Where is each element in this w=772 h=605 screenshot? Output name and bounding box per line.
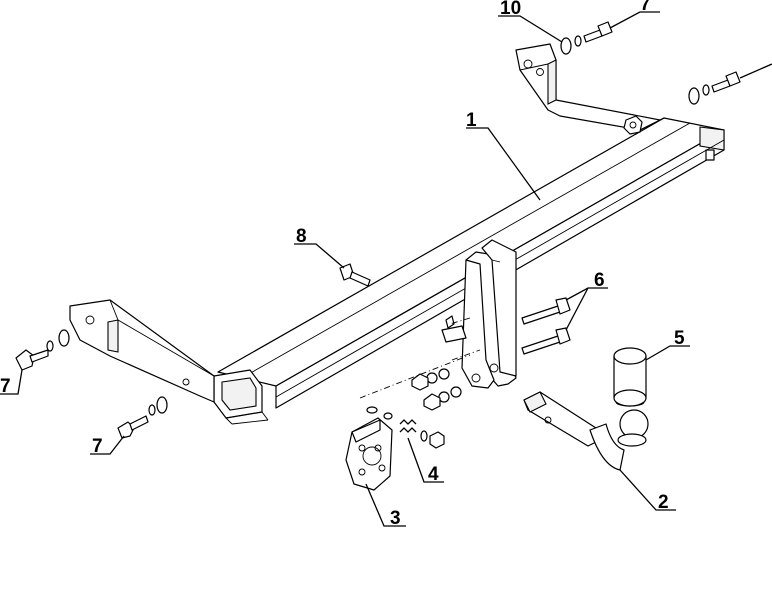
bolt-8 <box>339 263 371 287</box>
plate-fasteners <box>411 368 462 411</box>
left-fasteners-bottom <box>117 396 168 439</box>
callout-4: 4 <box>428 464 439 485</box>
right-fasteners <box>688 71 741 105</box>
assembly-centerlines <box>359 317 481 399</box>
callout-7-left: 7 <box>0 376 11 397</box>
bolts-6 <box>521 297 571 355</box>
tow-ball-5 <box>613 347 649 447</box>
callout-5: 5 <box>674 328 685 349</box>
spring-washer-4 <box>399 419 445 449</box>
callout-10: 10 <box>500 0 521 19</box>
plate-tab <box>441 315 467 343</box>
tow-ball-neck-2 <box>523 391 625 471</box>
callout-7-bottom: 7 <box>92 436 103 457</box>
top-fasteners <box>560 21 613 55</box>
callout-8: 8 <box>296 226 307 247</box>
callout-3: 3 <box>390 508 401 529</box>
socket-plate-3 <box>345 406 393 491</box>
hitch-mounting-plates <box>461 239 517 389</box>
callout-leaders <box>0 11 772 527</box>
left-fasteners-top <box>15 329 70 371</box>
callout-7-top: 7 <box>640 0 651 15</box>
callout-6: 6 <box>594 270 605 291</box>
callout-1: 1 <box>466 110 477 131</box>
callout-2: 2 <box>658 492 669 513</box>
right-mounting-bracket <box>515 43 665 135</box>
left-mounting-bracket <box>69 299 215 403</box>
